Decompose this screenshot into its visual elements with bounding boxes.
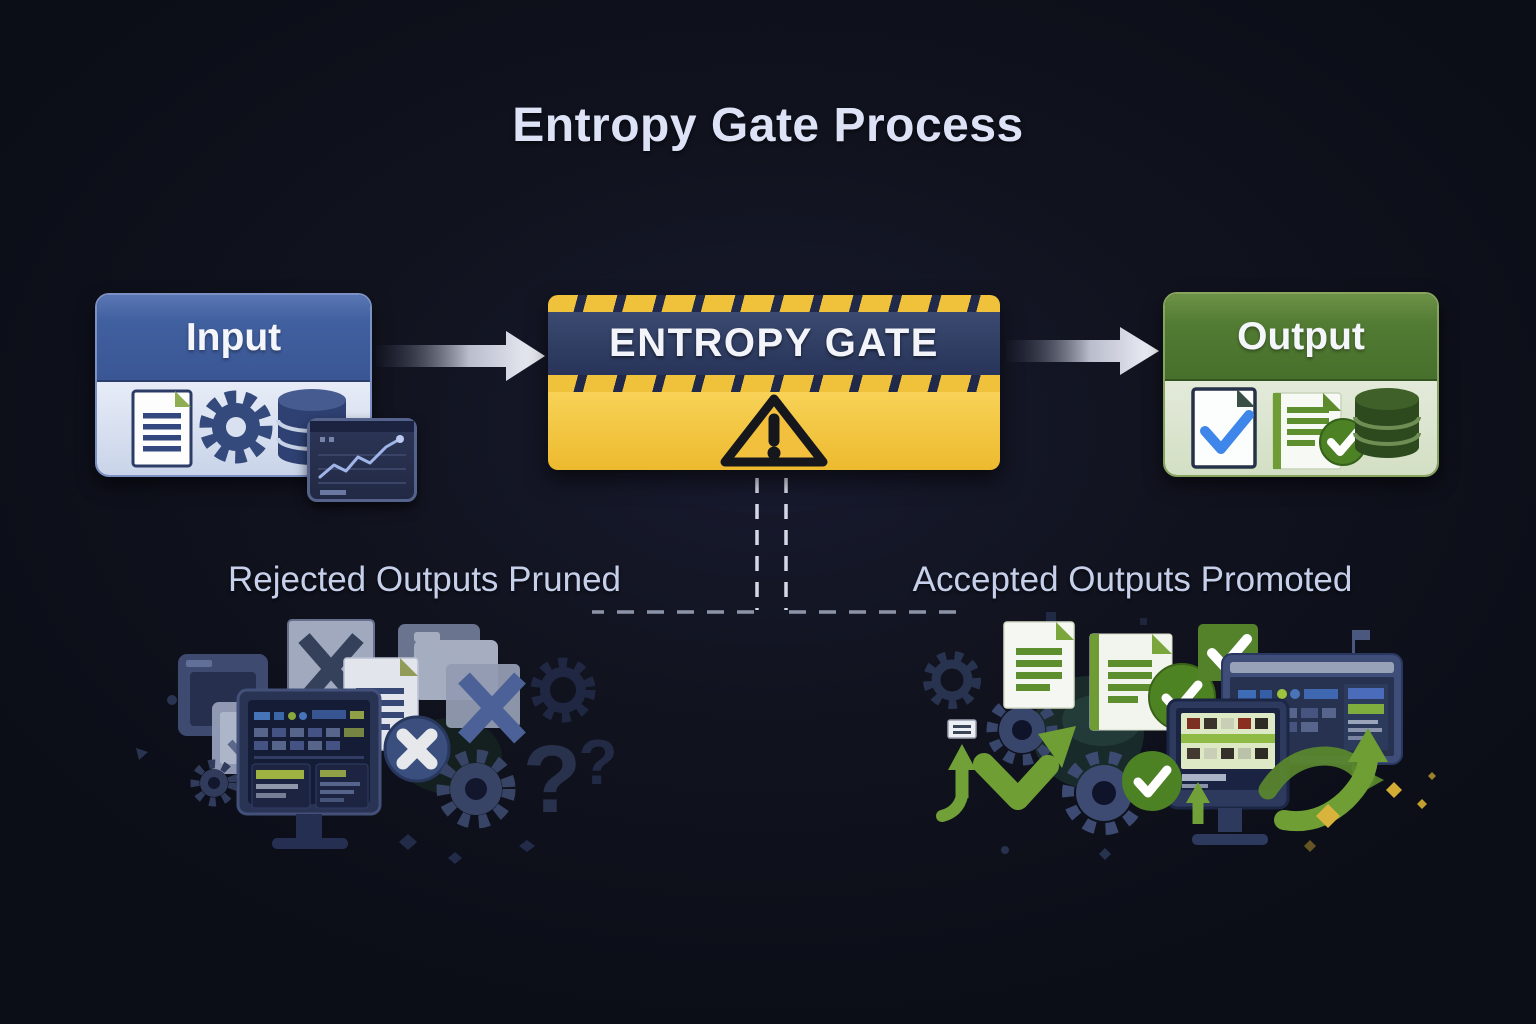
output-node-label: Output	[1237, 314, 1365, 358]
growth-arrow-icon	[936, 726, 1076, 822]
rejected-branch-label: Rejected Outputs Pruned	[227, 560, 621, 599]
question-mark-icon: ?	[578, 726, 617, 798]
question-mark-icon: ?	[523, 726, 582, 833]
hazard-stripe-bottom	[548, 375, 1000, 392]
warning-triangle-icon	[720, 394, 828, 467]
gear-icon	[199, 390, 273, 464]
database-icon	[1353, 388, 1421, 458]
monitor-icon	[236, 688, 382, 849]
document-icon	[131, 389, 193, 468]
document-icon	[1003, 621, 1075, 709]
input-to-gate-arrow	[376, 331, 545, 381]
input-node-header: Input	[97, 295, 370, 382]
gear-icon	[190, 759, 238, 807]
gear-icon	[986, 694, 1058, 766]
up-arrow-icon	[1186, 782, 1210, 824]
gate-to-output-arrow	[1006, 327, 1159, 375]
gear-icon	[436, 749, 516, 829]
dashboard-panel-icon	[1221, 630, 1403, 765]
page-title: Entropy Gate Process	[512, 99, 1024, 152]
document-approved-icon	[1272, 392, 1367, 470]
output-node: Output	[1163, 292, 1439, 477]
output-icons	[1191, 387, 1421, 470]
input-node-label: Input	[185, 315, 282, 359]
entropy-gate-label: ENTROPY GATE	[609, 321, 939, 365]
output-node-body	[1165, 381, 1437, 475]
rejected-cluster: ? ?	[136, 619, 618, 864]
output-node-header: Output	[1165, 294, 1437, 381]
branch-connectors	[592, 478, 962, 614]
gear-icon	[923, 651, 981, 709]
document-check-icon	[1191, 387, 1257, 469]
check-circle-icon	[1122, 751, 1182, 811]
x-badge-icon	[383, 715, 451, 783]
hazard-stripe-top	[548, 295, 1000, 312]
x-square-icon	[446, 664, 526, 744]
accepted-branch-label: Accepted Outputs Promoted	[912, 560, 1353, 599]
sparkle-icon	[1304, 772, 1436, 852]
monitor-icon	[1166, 698, 1290, 845]
accepted-cluster	[923, 612, 1436, 860]
entropy-gate-header: ENTROPY GATE	[548, 312, 1000, 375]
list-chip-icon	[947, 719, 977, 739]
document-check-icon	[1089, 633, 1216, 731]
growth-arrow-icon	[1258, 728, 1388, 832]
line-chart-widget	[307, 418, 417, 502]
entropy-gate-body	[548, 392, 1000, 470]
gear-icon	[530, 657, 596, 723]
line-chart	[310, 421, 414, 495]
entropy-gate-node: ENTROPY GATE	[548, 295, 1000, 470]
